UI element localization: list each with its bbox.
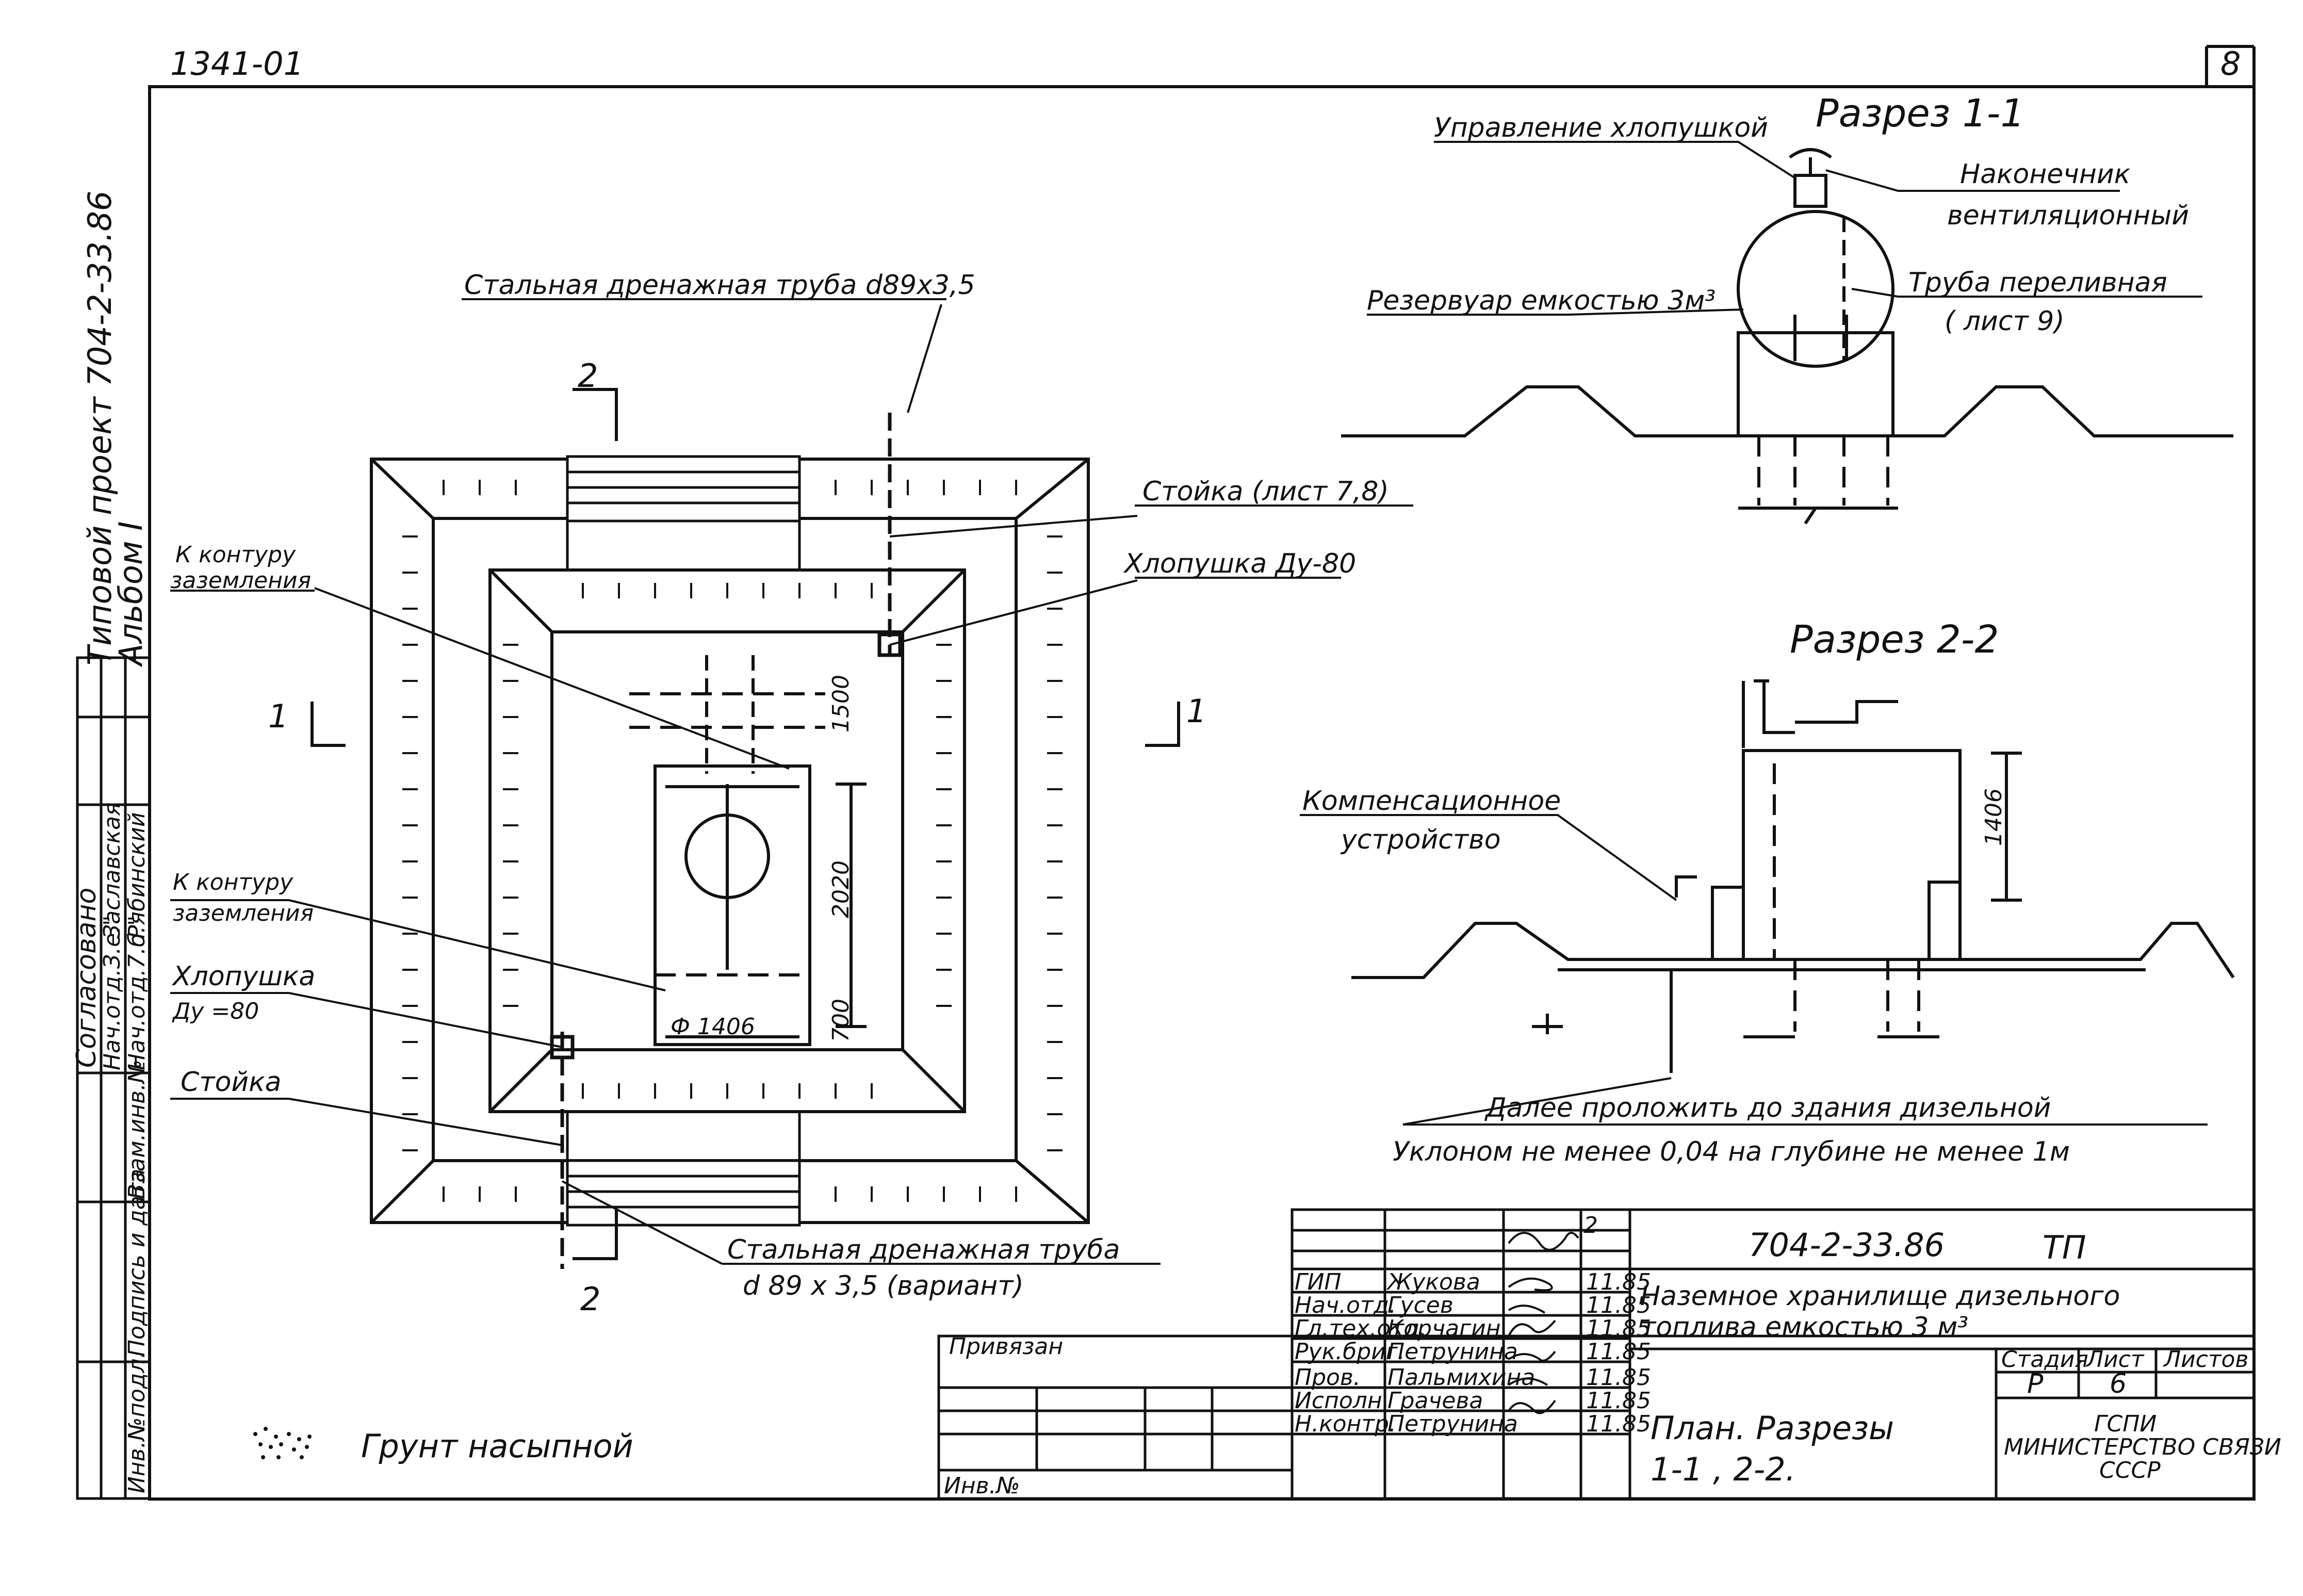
staff-name: Грачева bbox=[1387, 1388, 1483, 1414]
staff-date: 11.85 bbox=[1586, 1292, 1651, 1318]
section-2-2: Разрез 2-2 Компенсационное устройство 14… bbox=[1300, 617, 2235, 1167]
dim-700: 700 bbox=[828, 999, 854, 1042]
staff-date: 11.85 bbox=[1586, 1315, 1651, 1342]
tb-object-line-1: Наземное хранилище дизельного bbox=[1640, 1281, 2120, 1312]
label-overflow-2: ( лист 9) bbox=[1945, 306, 2065, 337]
label-tank: Резервуар емкостью 3м³ bbox=[1367, 285, 1716, 316]
label-valve-left-1: Хлопушка bbox=[171, 961, 315, 992]
note-line-2: Уклоном не менее 0,04 на глубине не мене… bbox=[1393, 1136, 2070, 1167]
tb-project-type: ТП bbox=[2043, 1229, 2086, 1266]
stamp-inv-original: Инв.№подл. bbox=[124, 1351, 150, 1493]
label-stand-top: Стойка (лист 7,8) bbox=[1142, 476, 1389, 507]
tb-rev-mark: 2 bbox=[1583, 1212, 1598, 1239]
plan-view: 2 2 1 1 1500 2020 700 Ф 1406 Стал bbox=[170, 270, 1413, 1318]
tb-sheet: 6 bbox=[2110, 1369, 2127, 1399]
stamp-row1-name: Заславская bbox=[99, 802, 125, 939]
label-ground-top-2: заземления bbox=[170, 567, 311, 594]
staff-name: Гусев bbox=[1387, 1292, 1453, 1318]
dim-2020: 2020 bbox=[828, 860, 854, 918]
tb-sheet-title-2: 1-1 , 2-2. bbox=[1651, 1451, 1795, 1488]
label-tip-2: вентиляционный bbox=[1947, 200, 2189, 231]
staff-name: Жукова bbox=[1386, 1269, 1480, 1295]
stamp-agreed: Согласовано bbox=[71, 888, 102, 1068]
section-1-1-title: Разрез 1-1 bbox=[1816, 91, 2025, 136]
label-comp-1: Компенсационное bbox=[1302, 786, 1561, 817]
stamp-replaced-inv: Взам.инв.№ bbox=[124, 1060, 150, 1199]
doc-code: 1341-01 bbox=[170, 45, 304, 83]
dim-1500: 1500 bbox=[828, 675, 854, 732]
section-mark-2-top: 2 bbox=[578, 357, 598, 395]
label-ground-bot-2: заземления bbox=[173, 900, 314, 926]
staff-date: 11.85 bbox=[1586, 1269, 1651, 1295]
tb-org-2: МИНИСТЕРСТВО СВЯЗИ bbox=[2004, 1434, 2281, 1460]
label-pipe-bottom-2: d 89 x 3,5 (вариант) bbox=[743, 1271, 1024, 1301]
label-valve-left-2: Ду =80 bbox=[172, 998, 259, 1024]
signature-icon bbox=[1508, 1232, 1579, 1414]
label-pipe-top: Стальная дренажная труба d89x3,5 bbox=[464, 270, 975, 301]
tb-col-stage: Стадия bbox=[2001, 1346, 2088, 1373]
staff-date: 11.85 bbox=[1586, 1364, 1651, 1391]
label-comp-2: устройство bbox=[1340, 824, 1501, 855]
staff-name: Корчагин bbox=[1387, 1315, 1501, 1342]
staff-role: Рук.бриг. bbox=[1295, 1339, 1405, 1365]
section-2-2-title: Разрез 2-2 bbox=[1790, 617, 1999, 662]
stamp-row2-position: Нач.отд.7.б." bbox=[124, 916, 150, 1070]
staff-role: Исполн. bbox=[1295, 1388, 1390, 1414]
label-pipe-bottom-1: Стальная дренажная труба bbox=[727, 1234, 1120, 1265]
album-title: Типовой проект 704-2-33.86 bbox=[81, 191, 119, 665]
tb-stage: Р bbox=[2027, 1369, 2044, 1399]
staff-role: Н.контр. bbox=[1295, 1411, 1396, 1437]
label-overflow-1: Труба переливная bbox=[1908, 267, 2167, 298]
dim-diameter: Ф 1406 bbox=[671, 1014, 755, 1040]
title-block bbox=[937, 1208, 2256, 1500]
label-ground-top-1: К контуру bbox=[175, 542, 296, 568]
tb-org-3: СССР bbox=[2099, 1457, 2161, 1484]
staff-date: 11.85 bbox=[1586, 1388, 1651, 1414]
staff-name: Пальмихина bbox=[1387, 1364, 1535, 1391]
tb-org-1: ГСПИ bbox=[2094, 1411, 2157, 1437]
label-valve-top: Хлопушка Ду-80 bbox=[1123, 548, 1356, 579]
tb-object-line-2: топлива емкостью 3 м³ bbox=[1640, 1312, 1968, 1343]
album-number: Альбом I bbox=[112, 521, 150, 667]
section-1-1: Разрез 1-1 Управление хлопушкой Наконечн… bbox=[1341, 91, 2233, 525]
tb-inv-no: Инв.№ bbox=[944, 1473, 1020, 1499]
section-mark-1-right: 1 bbox=[1186, 692, 1206, 730]
tb-col-sheets: Листов bbox=[2163, 1346, 2248, 1373]
staff-name: Петрунина bbox=[1387, 1339, 1518, 1365]
dim-1406: 1406 bbox=[1981, 788, 2007, 846]
tb-tied: Привязан bbox=[949, 1333, 1063, 1360]
left-stamp bbox=[76, 656, 151, 1500]
staff-date: 11.85 bbox=[1586, 1339, 1651, 1365]
note-line-1: Далее проложить до здания дизельной bbox=[1484, 1093, 2051, 1123]
soil-hatch-icon bbox=[253, 1427, 312, 1459]
staff-role: Гл.тех.отд. bbox=[1295, 1315, 1427, 1342]
label-ground-bot-1: К контуру bbox=[173, 869, 293, 895]
sheet-number: 8 bbox=[2220, 45, 2241, 83]
tb-staff-table: ГИП Жукова 11.85 Нач.отд. Гусев 11.85 Гл… bbox=[1295, 1269, 1651, 1437]
stamp-row2-name: Рябинский bbox=[124, 812, 150, 939]
staff-name: Петрунина bbox=[1387, 1411, 1518, 1437]
label-tip-1: Наконечник bbox=[1960, 159, 2131, 190]
label-control: Управление хлопушкой bbox=[1434, 112, 1768, 143]
tb-project-code: 704-2-33.86 bbox=[1749, 1226, 1945, 1264]
staff-date: 11.85 bbox=[1586, 1411, 1651, 1437]
section-mark-1-left: 1 bbox=[268, 697, 288, 735]
stamp-sign-date: Подпись и дата bbox=[124, 1169, 150, 1357]
staff-role: Нач.отд. bbox=[1295, 1292, 1396, 1318]
label-stand-left: Стойка bbox=[181, 1067, 281, 1098]
stamp-row1-position: Нач.отд.З.е." bbox=[99, 916, 125, 1070]
staff-role: ГИП bbox=[1295, 1269, 1342, 1295]
staff-role: Пров. bbox=[1295, 1364, 1361, 1391]
soil-legend: Грунт насыпной bbox=[361, 1427, 633, 1465]
tb-sheet-title-1: План. Разрезы bbox=[1651, 1409, 1894, 1447]
tb-col-sheet: Лист bbox=[2085, 1346, 2145, 1373]
section-mark-2-bottom: 2 bbox=[580, 1280, 600, 1318]
